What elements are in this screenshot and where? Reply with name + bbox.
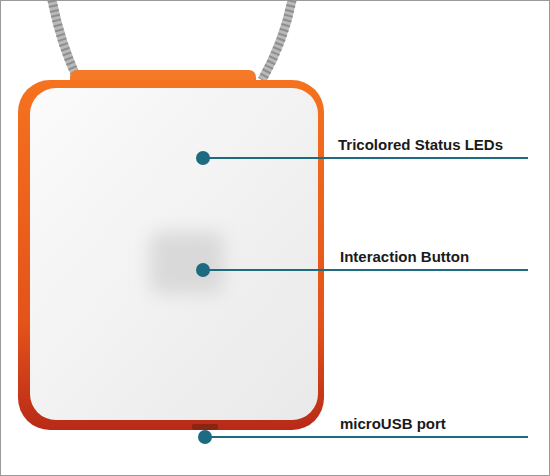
leader-line bbox=[205, 436, 528, 438]
lanyard-cord bbox=[262, 0, 292, 80]
callout-dot bbox=[196, 263, 210, 277]
leader-line bbox=[203, 157, 528, 159]
lanyard-cord bbox=[262, 0, 292, 80]
callout-label: microUSB port bbox=[340, 415, 446, 432]
white-face bbox=[30, 88, 318, 420]
orange-housing bbox=[18, 80, 324, 430]
callout-dot bbox=[196, 151, 210, 165]
leader-line bbox=[203, 269, 528, 271]
lanyard-cord bbox=[52, 0, 78, 80]
lanyard-cord bbox=[52, 0, 78, 80]
callout-label: Tricolored Status LEDs bbox=[338, 136, 503, 153]
callout-label: Interaction Button bbox=[340, 248, 469, 265]
button-shading bbox=[150, 232, 224, 294]
callout-dot bbox=[198, 430, 212, 444]
usb-notch bbox=[192, 424, 218, 430]
